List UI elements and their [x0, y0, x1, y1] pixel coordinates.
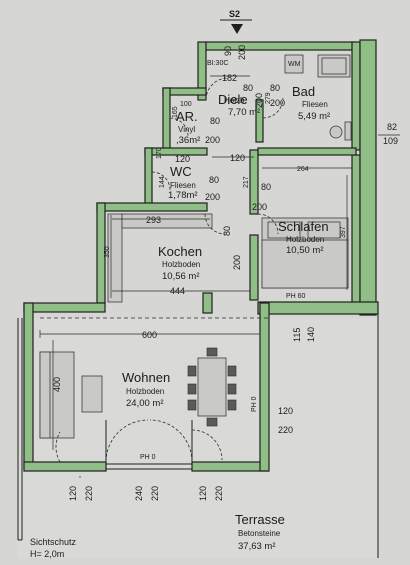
dim-170: 170 — [156, 147, 163, 159]
open-ar-200: 200 — [205, 135, 220, 145]
dining-table — [187, 347, 237, 427]
room-area: 5,49 m² — [298, 111, 330, 122]
privacy-screen-note: Sichtschutz H= 2,0m — [30, 537, 77, 559]
room-area: 10,50 m² — [286, 245, 324, 256]
bed — [261, 217, 349, 289]
kitchen-counter — [107, 213, 213, 303]
open-diele-80: 80 — [243, 83, 253, 93]
room-material: Holzboden — [286, 235, 324, 244]
room-area: ,36m² — [176, 135, 200, 146]
bottom-120-c: 120 — [198, 486, 208, 501]
section-label: S2 — [229, 9, 240, 19]
bottom-120-a: 120 — [68, 486, 78, 501]
open-right-140: 140 — [306, 327, 316, 342]
open-top-200: 200 — [237, 45, 247, 60]
open-right-109: 109 — [383, 136, 398, 146]
room-area: 10,56 m² — [162, 271, 200, 282]
room-area: 37,63 m² — [238, 541, 276, 552]
dim-293: 293 — [146, 215, 161, 225]
room-name: Terrasse — [235, 512, 285, 527]
room-material: Vinyl — [178, 125, 195, 134]
opening-labels: 90 200 80 200 100 80 200 80 200 120 80 2… — [175, 45, 400, 435]
dim-264: 264 — [297, 166, 309, 173]
room-material: Holzb. — [224, 96, 247, 105]
room-name: WC — [170, 164, 192, 179]
bottom-240: 240 — [134, 486, 144, 501]
dim-600: 600 — [142, 330, 157, 340]
open-top-90: 90 — [223, 46, 233, 56]
dimension-lines — [39, 75, 352, 450]
room-diele: Diele Holzb. 7,70 m² — [218, 92, 260, 118]
open-bad-80: 80 — [270, 83, 280, 93]
wm-label: WM — [288, 61, 301, 68]
bath-fixtures: WM — [284, 54, 352, 141]
room-material: Fliesen — [170, 181, 196, 190]
room-area: 1,78m² — [168, 190, 198, 201]
bottom-220-a: 220 — [84, 486, 94, 501]
room-name: Diele — [218, 92, 248, 107]
open-bad-200: 200 — [270, 98, 285, 108]
room-terrasse: Terrasse Betonsteine 37,63 m² — [235, 512, 285, 552]
room-name: Kochen — [158, 244, 202, 259]
dim-ph0-bottom: PH 0 — [140, 454, 156, 461]
room-wc: WC Fliesen 1,78m² — [168, 164, 198, 201]
room-material: Betonsteine — [238, 529, 281, 538]
privacy-screen-label: Sichtschutz — [30, 537, 77, 547]
room-name: AR. — [176, 109, 198, 124]
bottom-220-c: 220 — [214, 486, 224, 501]
dim-144: 144 — [159, 176, 166, 188]
dim-120: 120 — [230, 153, 245, 163]
dimension-labels: 182 293 444 600 264 120 400 397 350 144 … — [52, 60, 347, 461]
open-wc-200: 200 — [205, 192, 220, 202]
open-koch-200: 200 — [232, 255, 242, 270]
walls — [23, 39, 379, 472]
open-ar-100: 100 — [180, 101, 192, 108]
open-schl-80: 80 — [261, 182, 271, 192]
open-diele-200: 200 — [254, 93, 264, 108]
bottom-dimensions: 120 220 240 220 120 220 — [68, 476, 224, 501]
room-bad: Bad Fliesen 5,49 m² — [292, 84, 330, 122]
dim-182: 182 — [222, 73, 237, 83]
open-right-82: 82 — [387, 122, 397, 132]
open-schl-200: 200 — [252, 202, 267, 212]
open-wc-80: 80 — [209, 175, 219, 185]
section-marker: S2 — [220, 9, 252, 34]
open-wohn-120: 120 — [278, 406, 293, 416]
room-name: Bad — [292, 84, 315, 99]
room-schlafen: Schlafen Holzboden 10,50 m² — [278, 219, 329, 256]
sofa — [39, 351, 103, 439]
room-material: Holzboden — [126, 387, 164, 396]
room-material: Fliesen — [302, 100, 328, 109]
bottom-220-b: 220 — [150, 486, 160, 501]
room-area: 7,70 m² — [228, 107, 260, 118]
dim-bi30c: BI:30C — [207, 60, 228, 67]
open-wohn-220: 220 — [278, 425, 293, 435]
room-kochen: Kochen Holzboden 10,56 m² — [158, 244, 202, 282]
room-name: Wohnen — [122, 370, 170, 385]
dim-ph60: PH 60 — [286, 293, 306, 300]
privacy-screen-height: H= 2,0m — [30, 549, 64, 559]
open-koch-80: 80 — [222, 226, 232, 236]
room-name: Schlafen — [278, 219, 329, 234]
dim-444: 444 — [170, 286, 185, 296]
dim-279: 279 — [265, 92, 272, 104]
room-area: 24,00 m² — [126, 398, 164, 409]
terrace-doors — [55, 419, 223, 463]
dim-ph0-side: PH 0 — [251, 396, 258, 412]
open-wc-120: 120 — [175, 154, 190, 164]
room-ar: AR. Vinyl ,36m² — [176, 109, 200, 146]
room-material: Holzboden — [162, 260, 200, 269]
open-217: 217 — [243, 176, 250, 188]
open-ar-80: 80 — [210, 116, 220, 126]
open-right-115: 115 — [292, 328, 302, 342]
dim-397: 397 — [340, 226, 347, 238]
room-wohnen: Wohnen Holzboden 24,00 m² — [122, 370, 170, 409]
dim-350: 350 — [104, 246, 111, 258]
dim-400: 400 — [52, 377, 62, 392]
dim-165: 165 — [172, 106, 179, 118]
